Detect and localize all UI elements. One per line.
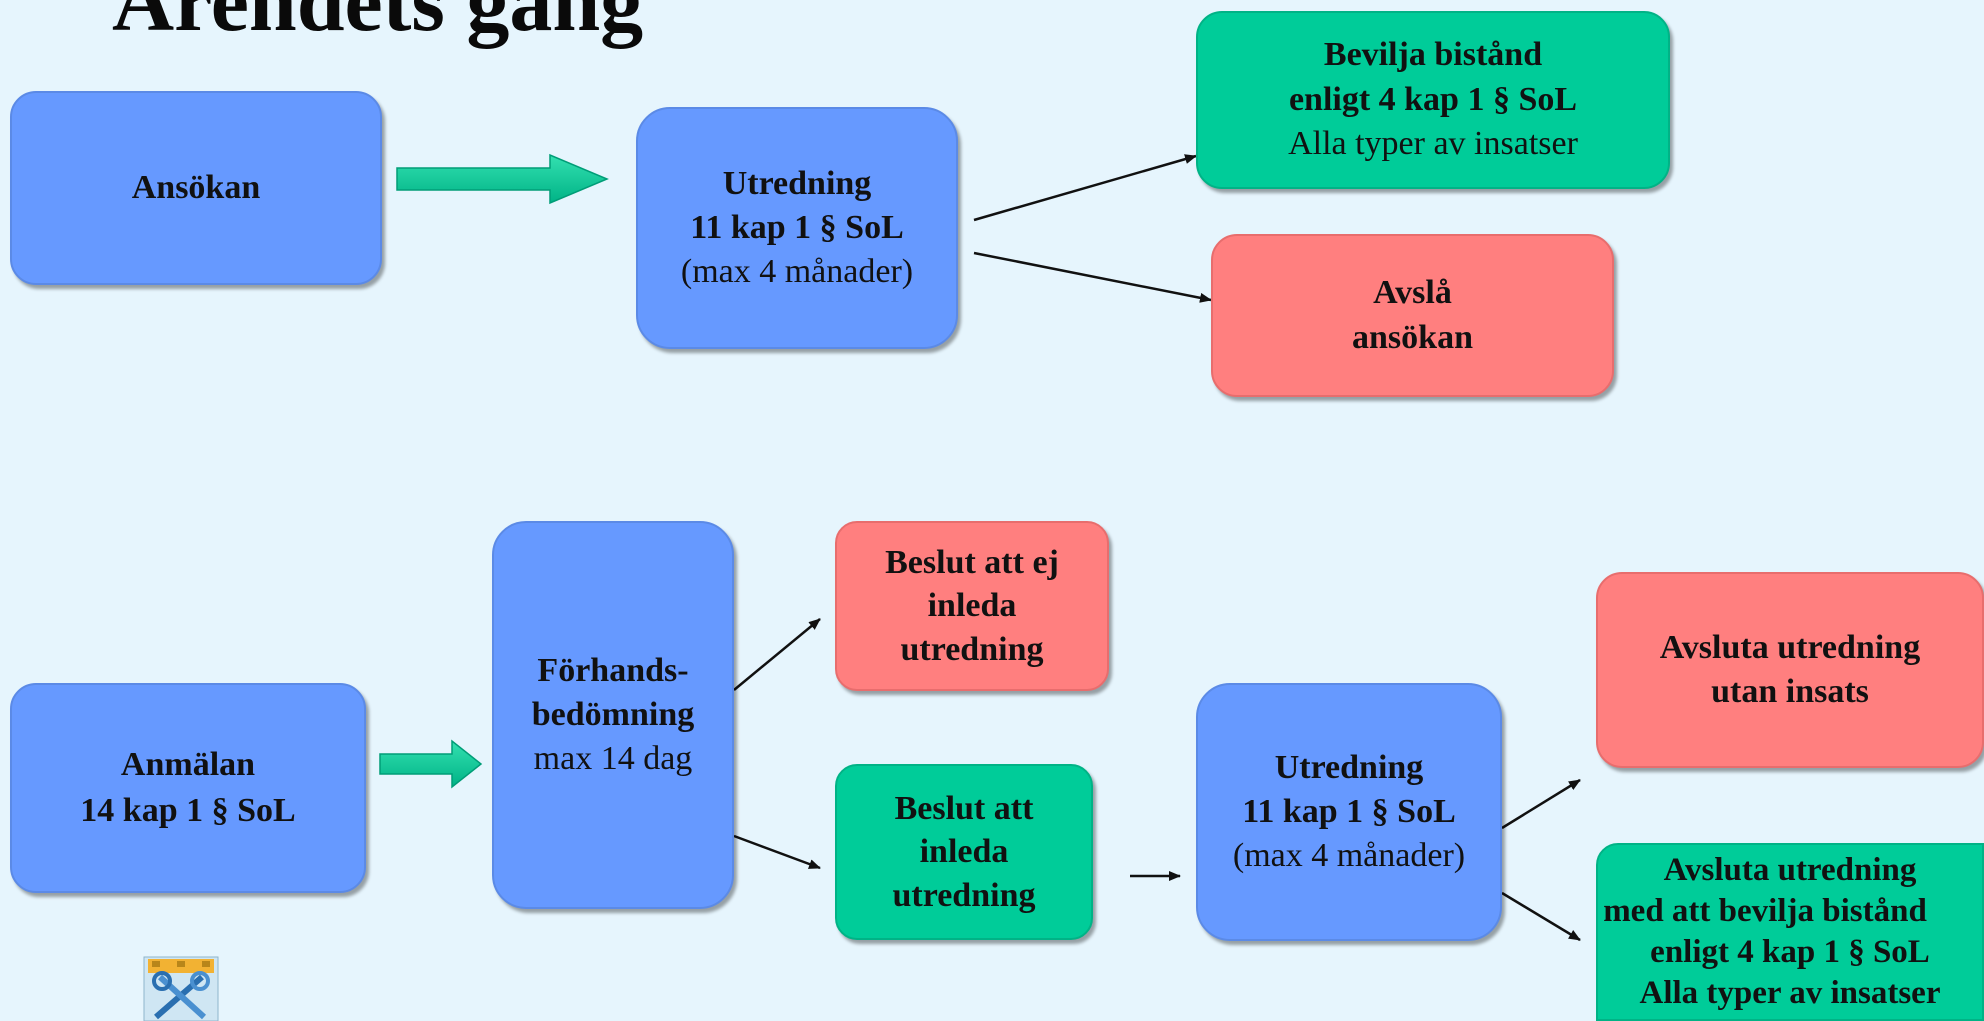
beslut-inleda-box: Beslut att inleda utredning bbox=[835, 764, 1093, 940]
utredning-top-box: Utredning 11 kap 1 § SoL (max 4 månader) bbox=[636, 107, 958, 349]
utredning-bottom-line1: Utredning bbox=[1274, 748, 1424, 786]
forhands-line1: Förhands- bbox=[537, 651, 689, 689]
avsluta-utan-box: Avsluta utredning utan insats bbox=[1596, 572, 1984, 768]
bevilja-line3: Alla typer av insatser bbox=[1288, 125, 1578, 163]
avsla-line1: Avslå bbox=[1373, 274, 1452, 312]
avsluta-med-box: Avsluta utredning med att bevilja bistån… bbox=[1596, 843, 1984, 1021]
utredning-bottom-line2: 11 kap 1 § SoL bbox=[1242, 792, 1456, 830]
arrow-to-avsluta-med bbox=[1501, 891, 1581, 942]
arrow-to-avsluta-utan bbox=[1501, 778, 1581, 830]
ansokan-box: Ansökan bbox=[10, 91, 382, 285]
beslut-ej-line3: utredning bbox=[900, 630, 1044, 668]
beslut-inleda-line1: Beslut att bbox=[894, 789, 1034, 827]
bevilja-box: Bevilja bistånd enligt 4 kap 1 § SoL All… bbox=[1196, 11, 1670, 189]
avsla-box: Avslå ansökan bbox=[1211, 234, 1614, 397]
beslut-ej-box: Beslut att ej inleda utredning bbox=[835, 521, 1109, 691]
avsluta-med-line1: Avsluta utredning bbox=[1663, 851, 1917, 888]
beslut-ej-line2: inleda bbox=[927, 587, 1017, 625]
beslut-inleda-line3: utredning bbox=[892, 876, 1036, 914]
utredning-top-line1: Utredning bbox=[722, 164, 872, 202]
arrow-to-bevilja bbox=[973, 154, 1197, 222]
avsluta-utan-line1: Avsluta utredning bbox=[1659, 628, 1921, 666]
beslut-inleda-line2: inleda bbox=[919, 833, 1009, 871]
forhands-line2: bedömning bbox=[531, 695, 695, 733]
municipal-coat-of-arms-icon bbox=[143, 956, 219, 1021]
avsluta-med-line3: enligt 4 kap 1 § SoL bbox=[1650, 934, 1930, 970]
avsla-line2: ansökan bbox=[1352, 318, 1473, 356]
beslut-ej-line1: Beslut att ej bbox=[885, 543, 1059, 581]
avsluta-utan-line2: utan insats bbox=[1711, 673, 1869, 710]
utredning-bottom-line3: (max 4 månader) bbox=[1232, 837, 1466, 875]
page-title: Ärendets gång bbox=[112, 0, 644, 49]
avsluta-med-line2: med att bevilja bistånd bbox=[1603, 892, 1927, 929]
forhands-box: Förhands- bedömning max 14 dag bbox=[492, 521, 734, 909]
block-arrow-ansokan bbox=[396, 153, 609, 205]
anmalan-box: Anmälan 14 kap 1 § SoL bbox=[10, 683, 366, 893]
arrow-to-avsla bbox=[973, 251, 1212, 303]
anmalan-line2: 14 kap 1 § SoL bbox=[80, 792, 296, 829]
arrow-to-beslut-inleda bbox=[733, 834, 821, 870]
arrow-to-beslut-ej bbox=[733, 618, 821, 691]
bevilja-line2: enligt 4 kap 1 § SoL bbox=[1288, 80, 1578, 118]
bevilja-line1: Bevilja bistånd bbox=[1323, 35, 1543, 73]
ansokan-label: Ansökan bbox=[131, 168, 261, 206]
utredning-top-line3: (max 4 månader) bbox=[680, 253, 914, 291]
forhands-line3: max 14 dag bbox=[533, 740, 693, 778]
utredning-top-line2: 11 kap 1 § SoL bbox=[690, 208, 904, 246]
avsluta-med-line4: Alla typer av insatser bbox=[1639, 975, 1941, 1012]
anmalan-line1: Anmälan bbox=[120, 746, 256, 784]
block-arrow-anmalan bbox=[379, 739, 483, 789]
utredning-bottom-box: Utredning 11 kap 1 § SoL (max 4 månader) bbox=[1196, 683, 1502, 941]
